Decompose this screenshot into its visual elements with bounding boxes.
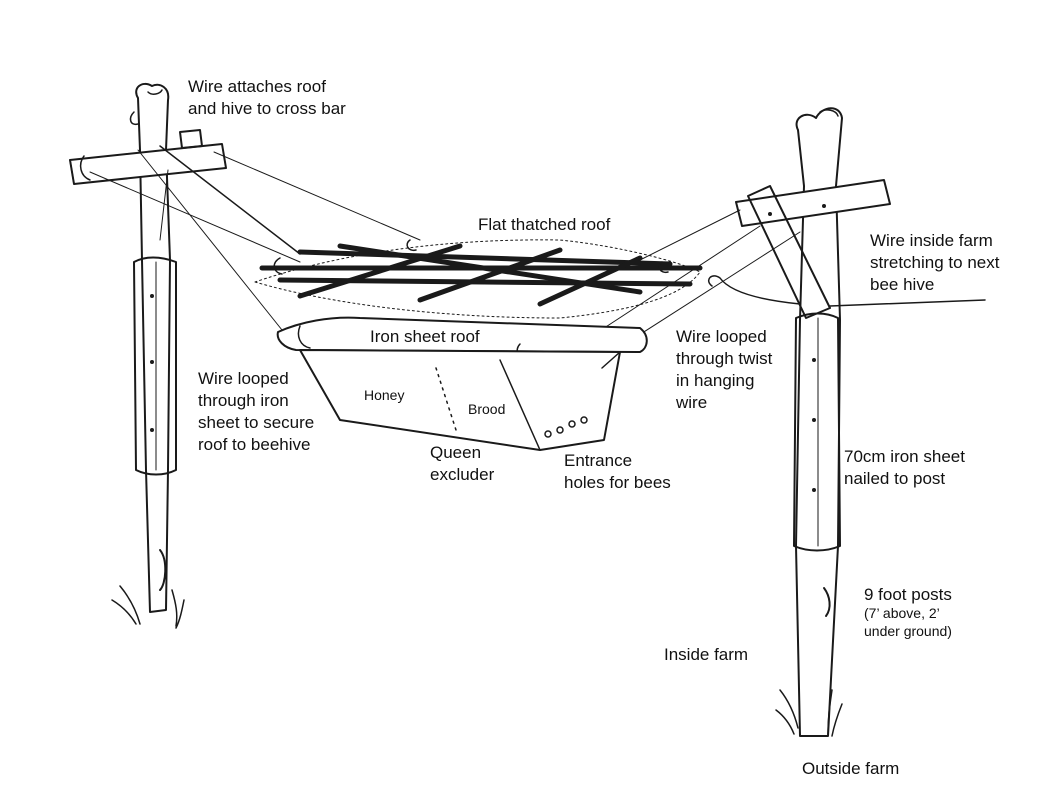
beehive — [276, 316, 648, 451]
label-honey: Honey — [364, 387, 405, 403]
right-post — [775, 107, 843, 737]
label-brood: Brood — [468, 401, 506, 417]
right-cross-bar — [735, 179, 891, 319]
thatched-roof — [254, 239, 703, 319]
label-inside-farm: Inside farm — [664, 645, 749, 664]
label-flat-thatched-roof: Flat thatched roof — [478, 215, 611, 234]
label-foot-posts: 9 foot posts — [864, 585, 952, 604]
left-cross-bar — [69, 129, 227, 185]
label-outside-farm: Outside farm — [802, 759, 900, 778]
label-posts-note: (7’ above, 2’under ground) — [864, 605, 952, 639]
left-post — [111, 82, 185, 629]
label-iron-sheet-roof: Iron sheet roof — [370, 327, 480, 346]
